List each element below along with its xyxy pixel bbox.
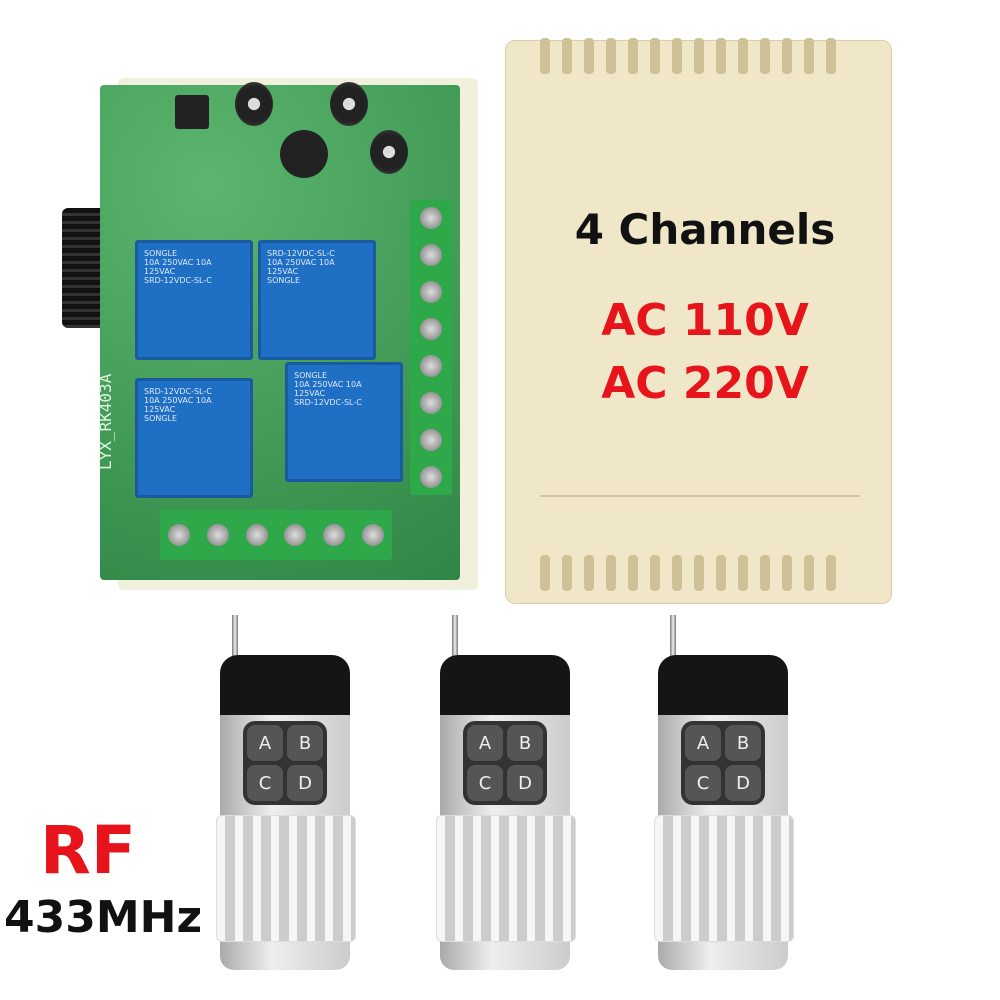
- button-b: B: [725, 725, 761, 761]
- remote-antenna: [232, 615, 238, 665]
- remote-grip-band: [216, 815, 356, 942]
- button-b: B: [507, 725, 543, 761]
- terminal-block-vertical: [410, 200, 452, 495]
- remote-grip-band: [654, 815, 794, 942]
- button-c: C: [685, 765, 721, 801]
- button-c: C: [247, 765, 283, 801]
- remote-keypad: A B C D: [243, 721, 327, 805]
- button-d: D: [287, 765, 323, 801]
- receiver-case: [505, 40, 892, 604]
- case-top-vents: [540, 38, 836, 74]
- remote-antenna: [452, 615, 458, 665]
- button-a: A: [685, 725, 721, 761]
- button-a: A: [467, 725, 503, 761]
- remote-grip-band: [436, 815, 576, 942]
- voltage-110: AC 110V: [601, 295, 809, 346]
- rf-label: RF: [40, 812, 136, 889]
- remote-control: A B C D: [436, 615, 576, 970]
- remote-keypad: A B C D: [463, 721, 547, 805]
- capacitor: [235, 82, 273, 126]
- remote-antenna: [670, 615, 676, 665]
- capacitor: [370, 130, 408, 174]
- button-a: A: [247, 725, 283, 761]
- channels-heading: 4 Channels: [574, 205, 836, 254]
- case-bottom-vents: [540, 555, 836, 591]
- pcb-label: LYX_RK403A: [96, 373, 115, 470]
- frequency-label: 433MHz: [4, 892, 203, 943]
- terminal-block-horizontal: [160, 510, 392, 560]
- inductor: [280, 130, 328, 178]
- remote-control: A B C D: [216, 615, 356, 970]
- voltage-220: AC 220V: [601, 358, 809, 409]
- button-b: B: [287, 725, 323, 761]
- case-seam: [540, 495, 860, 497]
- remote-control: A B C D: [654, 615, 794, 970]
- capacitor: [330, 82, 368, 126]
- pcb-push-button: [175, 95, 209, 129]
- button-d: D: [725, 765, 761, 801]
- button-d: D: [507, 765, 543, 801]
- button-c: C: [467, 765, 503, 801]
- remote-keypad: A B C D: [681, 721, 765, 805]
